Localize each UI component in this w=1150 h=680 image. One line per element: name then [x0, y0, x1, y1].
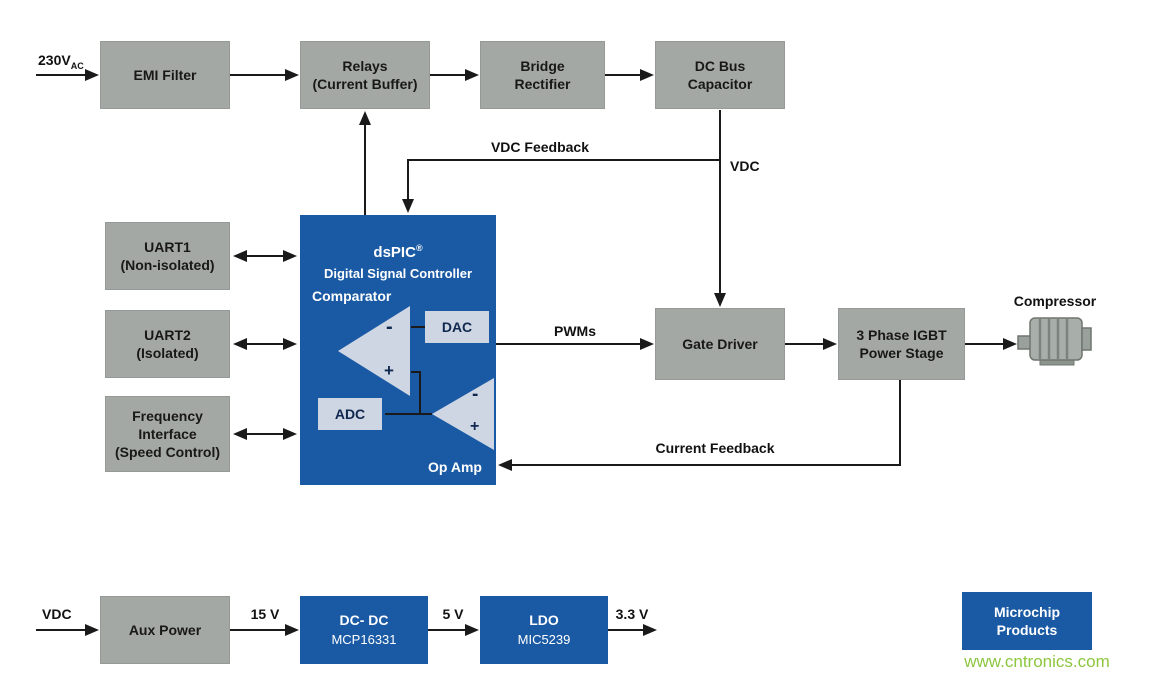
comparator-plus-sign: +	[384, 361, 394, 380]
vdc-feedback-label: VDC Feedback	[490, 139, 590, 155]
uart1-box: UART1 (Non-isolated)	[105, 222, 230, 290]
adc-box: ADC	[318, 398, 382, 430]
uart2-box: UART2 (Isolated)	[105, 310, 230, 378]
opamp-minus-sign: -	[472, 384, 479, 405]
comparator-triangle	[338, 306, 410, 396]
comparator-label: Comparator	[312, 288, 392, 304]
vdc-label: VDC	[730, 158, 760, 174]
ldo-title: LDO	[529, 612, 559, 629]
opamp-plus-sign: +	[470, 418, 480, 435]
dspic-controller-box: dsPIC® Digital Signal Controller Compara…	[300, 215, 496, 485]
rail-15v-label: 15 V	[250, 606, 280, 622]
pwms-label: PWMs	[554, 323, 596, 339]
ac-input-label: 230VAC	[38, 52, 84, 71]
compressor-label: Compressor	[1013, 293, 1097, 309]
dspic-title: dsPIC® Digital Signal Controller	[323, 243, 473, 281]
aux-power-box: Aux Power	[100, 596, 230, 664]
bridge-rectifier-box: Bridge Rectifier	[480, 41, 605, 109]
comparator-minus-sign: -	[386, 316, 393, 338]
relays-box: Relays (Current Buffer)	[300, 41, 430, 109]
dcdc-converter-box: DC- DC MCP16331	[300, 596, 428, 664]
compressor-icon	[1017, 317, 1092, 366]
dac-box: DAC	[425, 311, 489, 343]
emi-filter-box: EMI Filter	[100, 41, 230, 109]
igbt-power-stage-box: 3 Phase IGBT Power Stage	[838, 308, 965, 380]
watermark: www.cntronics.com	[964, 652, 1110, 671]
frequency-interface-box: Frequency Interface (Speed Control)	[105, 396, 230, 472]
vdc-input-label: VDC	[42, 606, 72, 622]
rail-5v-label: 5 V	[442, 606, 464, 622]
dc-bus-capacitor-box: DC Bus Capacitor	[655, 41, 785, 109]
current-feedback-label: Current Feedback	[655, 440, 775, 456]
opamp-label: Op Amp	[428, 459, 482, 475]
microchip-products-badge: Microchip Products	[962, 592, 1092, 650]
dcdc-part-number: MCP16331	[331, 631, 397, 647]
opamp-triangle	[432, 378, 494, 450]
rail-3v3-label: 3.3 V	[615, 606, 649, 622]
ldo-part-number: MIC5239	[517, 631, 571, 647]
dcdc-title: DC- DC	[339, 612, 389, 629]
gate-driver-box: Gate Driver	[655, 308, 785, 380]
ldo-box: LDO MIC5239	[480, 596, 608, 664]
